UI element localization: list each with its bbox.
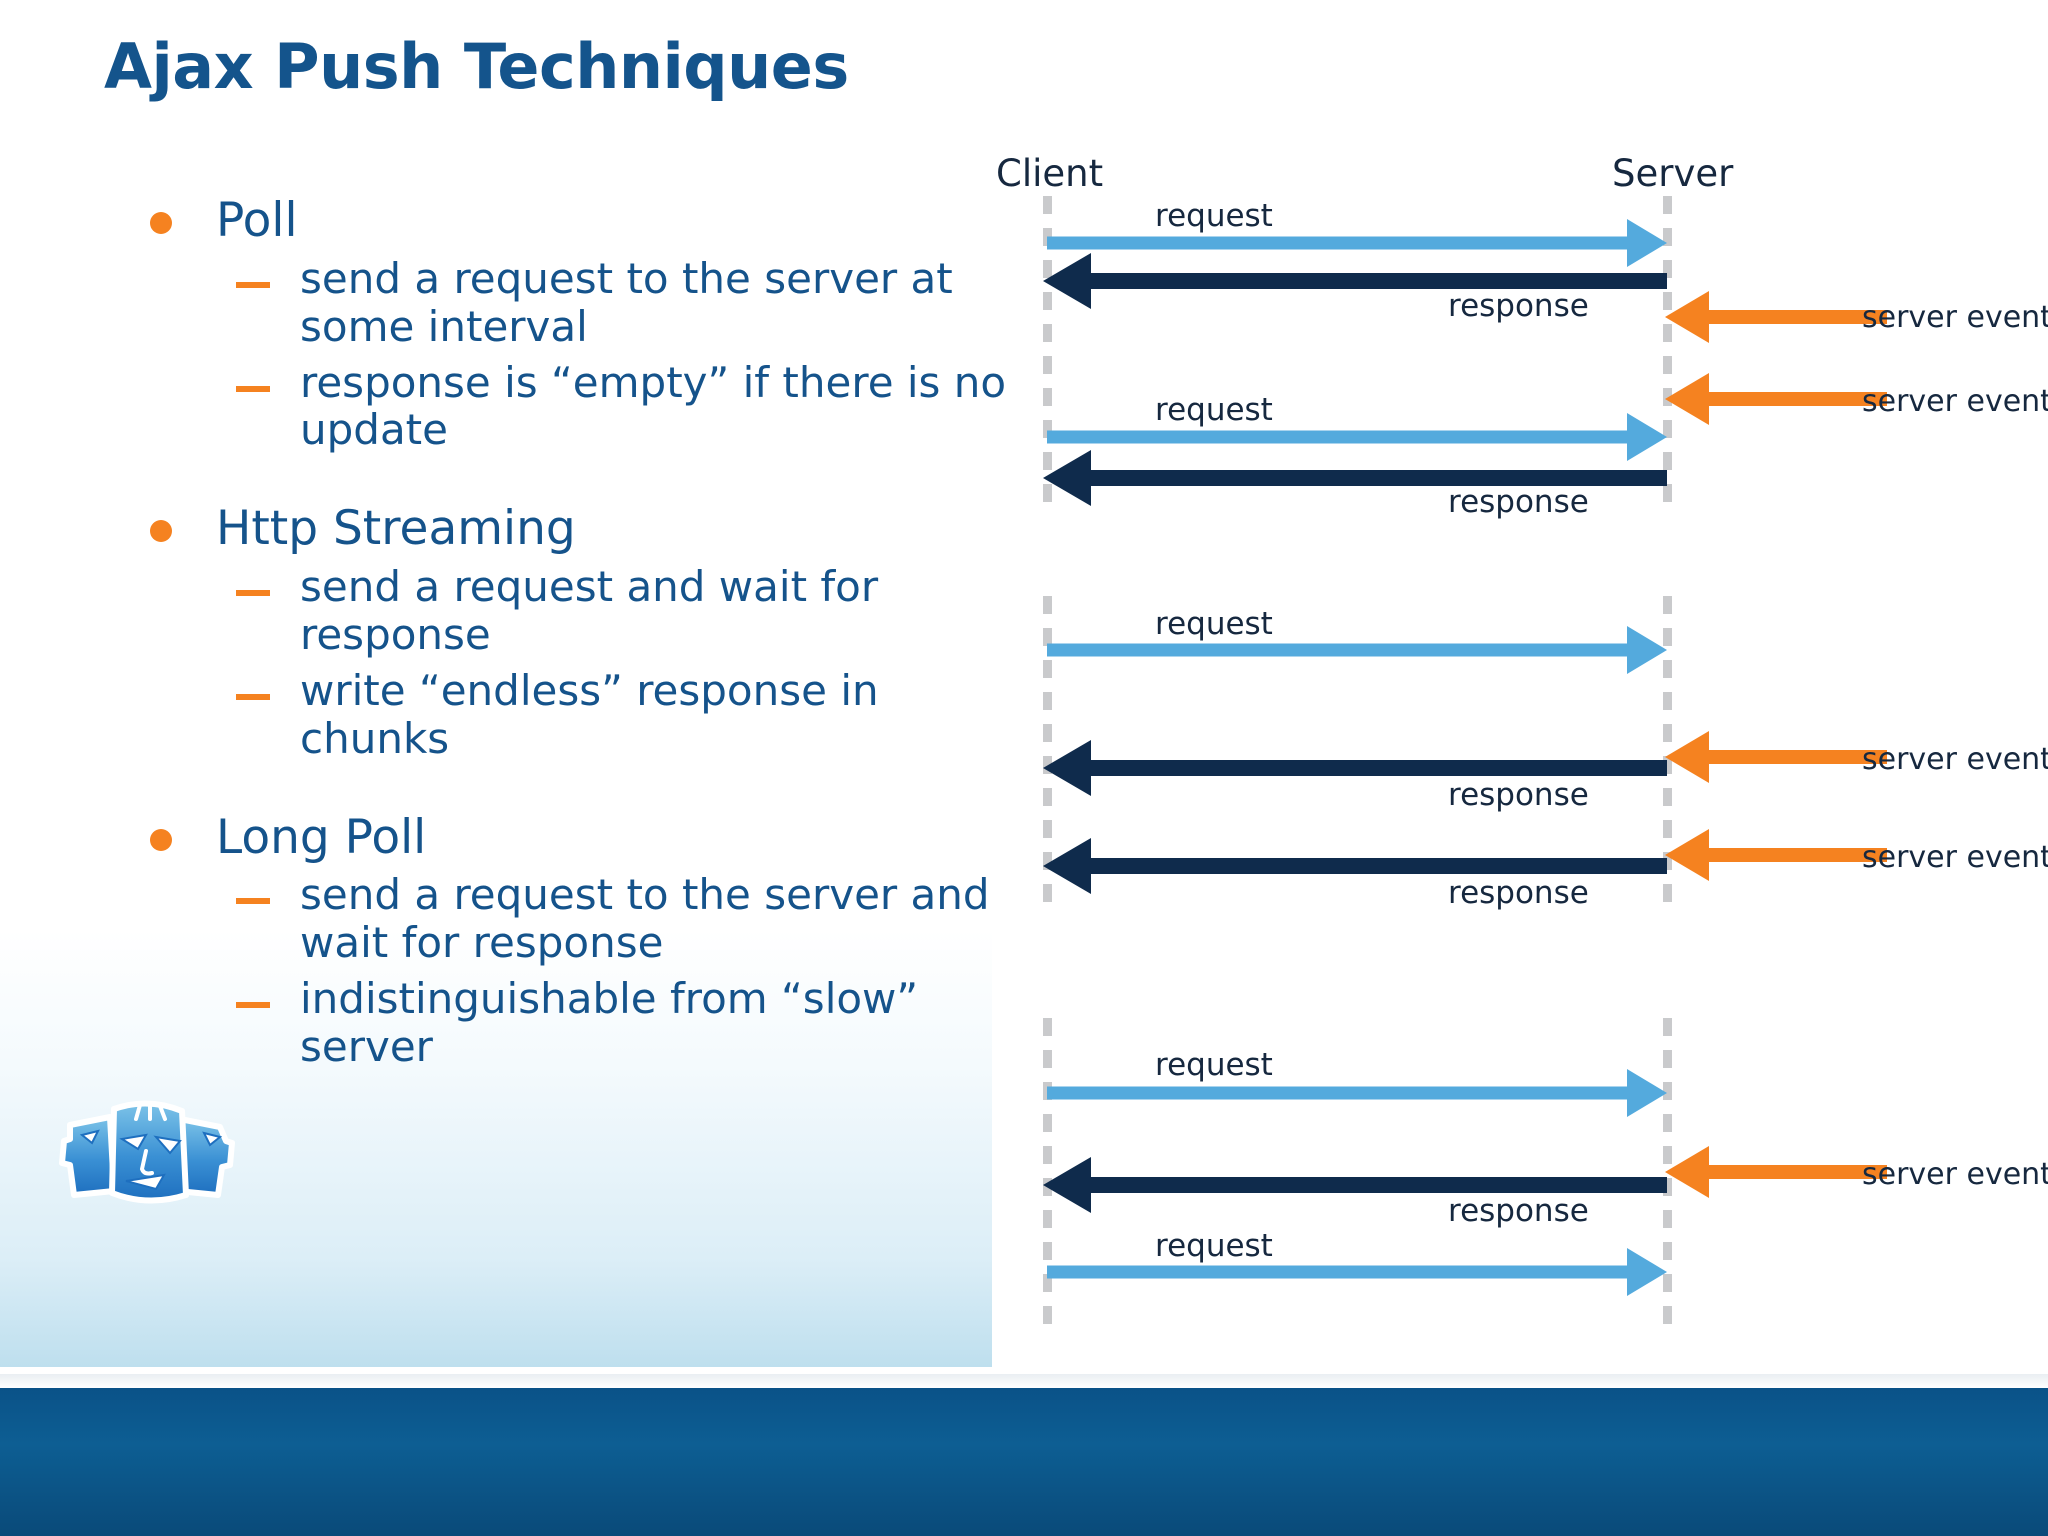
dash-bullet-icon — [236, 385, 270, 392]
arrow-head-left-icon — [1665, 1146, 1709, 1198]
message-label-request: request — [1155, 392, 1273, 428]
dash-bullet-icon — [236, 281, 270, 288]
arrow-shaft — [1047, 430, 1629, 444]
sequence-diagrams: Client Server request response se — [996, 152, 2048, 1332]
arrow-shaft — [1047, 643, 1629, 657]
dash-bullet-icon — [236, 693, 270, 700]
bullet-heading: Poll — [216, 193, 298, 248]
message-label-response: response — [1448, 484, 1589, 520]
arrow-shaft — [1707, 392, 1887, 406]
server-event-label: server event — [1862, 742, 2048, 777]
server-event-label: server event — [1862, 840, 2048, 875]
arrow-head-left-icon — [1043, 253, 1091, 309]
bullet-group-poll: Poll send a request to the server at som… — [150, 193, 1010, 455]
message-label-request: request — [1155, 606, 1273, 642]
bullet-subtext: send a request to the server at some int… — [300, 253, 953, 351]
bullet-subtext: indistinguishable from “slow” server — [300, 974, 919, 1071]
arrow-shaft — [1089, 760, 1667, 776]
bullet-subtext: response is “empty” if there is no updat… — [300, 357, 1007, 455]
arrow-shaft — [1089, 273, 1667, 289]
bullet-heading: Http Streaming — [216, 501, 576, 557]
message-label-response: response — [1448, 777, 1589, 813]
arrow-head-right-icon — [1627, 1069, 1667, 1117]
arrow-shaft — [1047, 236, 1629, 250]
bullet-group-http-streaming: Http Streaming send a request and wait f… — [150, 501, 1010, 763]
arrow-head-left-icon — [1665, 829, 1709, 881]
arrow-shaft — [1089, 470, 1667, 486]
footer-separator — [0, 1374, 2048, 1388]
arrow-shaft — [1089, 1177, 1667, 1193]
message-label-request: request — [1155, 1047, 1273, 1083]
bullet-list: Poll send a request to the server at som… — [150, 193, 1010, 1121]
arrow-head-left-icon — [1665, 731, 1709, 783]
bullet-dot-icon — [150, 828, 172, 851]
bullet-heading: Long Poll — [216, 809, 427, 865]
arrow-head-right-icon — [1627, 219, 1667, 267]
bullet-dot-icon — [150, 520, 172, 543]
bullet-level2: send a request to the server at some int… — [150, 253, 1010, 351]
arrow-head-left-icon — [1043, 1157, 1091, 1213]
icefaces-faces-logo-icon — [52, 1095, 242, 1215]
bullet-level2: response is “empty” if there is no updat… — [150, 357, 1010, 455]
bullet-subtext: send a request and wait for response — [300, 562, 879, 659]
arrow-head-left-icon — [1043, 740, 1091, 796]
bullet-subtext: write “endless” response in chunks — [300, 665, 879, 763]
message-label-response: response — [1448, 875, 1589, 911]
arrow-head-right-icon — [1627, 413, 1667, 461]
arrow-shaft — [1707, 848, 1887, 862]
arrow-head-left-icon — [1043, 450, 1091, 506]
bullet-level1: Poll — [150, 193, 1010, 248]
dash-bullet-icon — [236, 898, 270, 905]
arrow-shaft — [1047, 1265, 1629, 1279]
bullet-level2: indistinguishable from “slow” server — [150, 975, 1010, 1071]
bullet-group-long-poll: Long Poll send a request to the server a… — [150, 809, 1010, 1071]
arrow-shaft — [1707, 310, 1887, 324]
server-lifeline-label: Server — [1612, 152, 1734, 195]
page-title: Ajax Push Techniques — [104, 30, 849, 103]
client-lifeline-label: Client — [996, 152, 1104, 195]
arrow-shaft — [1707, 1165, 1887, 1179]
message-label-request: request — [1155, 198, 1273, 234]
bullet-subtext: send a request to the server and wait fo… — [300, 870, 990, 968]
arrow-head-right-icon — [1627, 626, 1667, 674]
message-label-response: response — [1448, 1193, 1589, 1229]
arrow-shaft — [1089, 858, 1667, 874]
bullet-level2: send a request to the server and wait fo… — [150, 871, 1010, 967]
server-lifeline — [1663, 196, 1672, 510]
bullet-level2: write “endless” response in chunks — [150, 665, 1010, 763]
arrow-head-left-icon — [1665, 291, 1709, 343]
arrow-head-right-icon — [1627, 1248, 1667, 1296]
dash-bullet-icon — [236, 1002, 270, 1008]
arrow-head-left-icon — [1665, 373, 1709, 425]
arrow-head-left-icon — [1043, 838, 1091, 894]
bullet-level1: Long Poll — [150, 809, 1010, 865]
bullet-level1: Http Streaming — [150, 501, 1010, 557]
arrow-shaft — [1047, 1086, 1629, 1100]
server-event-label: server event — [1862, 384, 2048, 419]
bullet-level2: send a request and wait for response — [150, 563, 1010, 659]
arrow-shaft — [1707, 750, 1887, 764]
bullet-dot-icon — [150, 212, 172, 234]
footer-bar: www.icefaces.org — [0, 1388, 2048, 1536]
dash-bullet-icon — [236, 590, 270, 596]
client-lifeline — [1043, 196, 1052, 510]
message-label-response: response — [1448, 288, 1589, 324]
server-event-label: server event — [1862, 1157, 2048, 1192]
message-label-request: request — [1155, 1228, 1273, 1264]
server-event-label: server event — [1862, 300, 2048, 335]
